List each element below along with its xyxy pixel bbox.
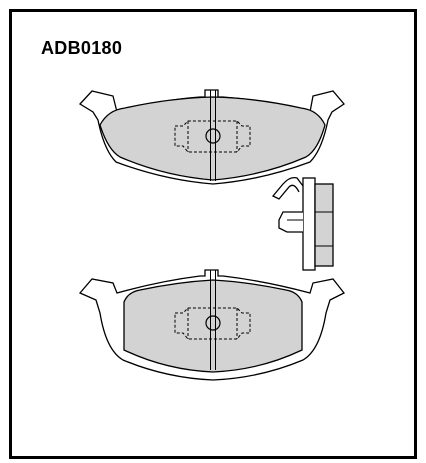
lower-friction-material <box>123 279 303 373</box>
drawing-frame <box>9 9 417 459</box>
spring-clip <box>271 176 304 200</box>
upper-brake-pad <box>78 89 345 185</box>
side-backing-plate <box>302 177 316 271</box>
lower-brake-pad <box>78 269 346 381</box>
pad-side-profile <box>271 176 334 271</box>
part-number-title: ADB0180 <box>41 38 123 58</box>
upper-friction-material <box>99 96 326 181</box>
spring-clip-tab <box>278 211 303 233</box>
upper-center-pin <box>205 128 221 144</box>
side-friction-block <box>314 183 334 267</box>
lower-center-pin <box>205 315 221 331</box>
